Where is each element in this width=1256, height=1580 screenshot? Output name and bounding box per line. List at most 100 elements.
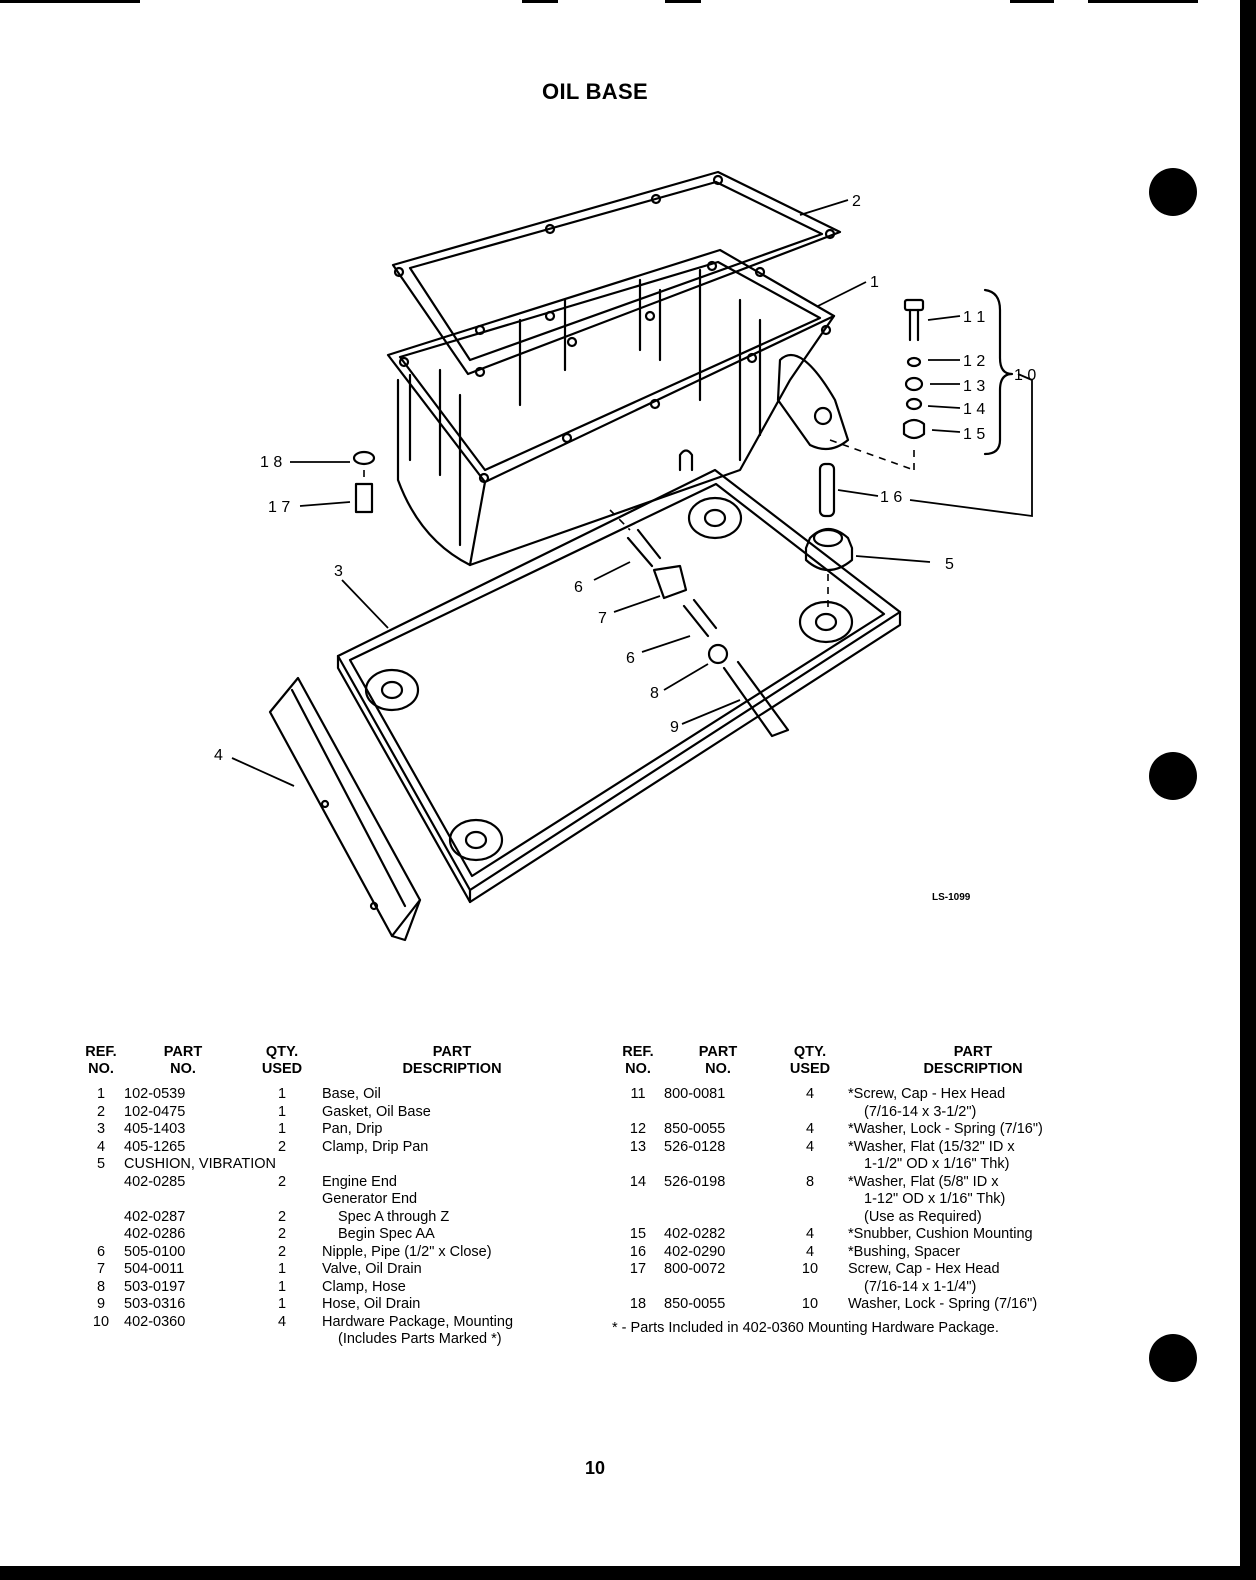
callout-1: 1 [870, 274, 879, 291]
table-row: (Includes Parts Marked *) [78, 1331, 582, 1349]
drip-pan-part [336, 468, 902, 904]
part-no [664, 1156, 772, 1174]
part-no: 850-0055 [664, 1296, 726, 1312]
part-no: 503-0197 [124, 1278, 186, 1295]
ref-no: 12 [629, 1121, 647, 1137]
ref-no [612, 1104, 664, 1122]
part-no: 405-1265 [124, 1138, 186, 1155]
callout-6: 6 [574, 579, 583, 596]
ref-no [78, 1209, 124, 1227]
page-number: 10 [584, 1458, 606, 1478]
qty-used [772, 1191, 848, 1209]
ref-no: 13 [629, 1138, 647, 1155]
ref-no: 6 [96, 1243, 106, 1260]
part-description-text: 1-12" OD x 1/16" Thk) [864, 1191, 1006, 1207]
part-no: 402-0360 [124, 1313, 186, 1330]
table-row: 402-0287 2 Spec A through Z [78, 1209, 582, 1227]
part-no: 505-0100 [124, 1243, 186, 1260]
qty-used: 2 [277, 1208, 287, 1225]
page-border-bottom [0, 1566, 1256, 1580]
part-no: 504-0011 [124, 1261, 185, 1277]
part-description: *Bushing, Spacer [848, 1243, 961, 1260]
part-description: Base, Oil [322, 1086, 381, 1102]
ref-no: 16 [629, 1243, 647, 1260]
qty-used: 2 [277, 1173, 287, 1190]
callout-15: 1 5 [963, 426, 985, 443]
scan-mark [1088, 0, 1198, 3]
ref-no: 1 [96, 1086, 106, 1102]
binder-hole [1149, 752, 1197, 800]
footnote: * - Parts Included in 402-0360 Mounting … [612, 1320, 999, 1336]
qty-used: 4 [805, 1121, 815, 1137]
drip-pan-clamp-part [268, 676, 422, 942]
part-description-text: (Use as Required) [864, 1208, 982, 1225]
part-no: 405-1403 [124, 1121, 186, 1137]
figure-code: LS-1099 [932, 892, 971, 903]
table-row: (7/16-14 x 1-1/4") [612, 1279, 1098, 1297]
part-no: 526-0198 [664, 1173, 726, 1190]
callout-11: 1 1 [963, 309, 985, 326]
ref-no: 17 [629, 1261, 647, 1277]
callout-6: 6 [626, 650, 635, 667]
part-description: Pan, Drip [322, 1121, 383, 1137]
ref-no: 2 [96, 1103, 106, 1120]
scan-mark [522, 0, 558, 3]
part-description: (Includes Parts Marked *) [322, 1331, 582, 1349]
callout-5: 5 [945, 556, 954, 573]
callout-14: 1 4 [963, 401, 985, 418]
callout-labels: 2 1 1 1 1 2 1 3 1 4 1 5 1 0 1 6 5 1 8 1 … [214, 193, 1036, 764]
table-row: Generator End [78, 1191, 582, 1209]
scan-mark [0, 0, 140, 3]
scan-mark [665, 0, 701, 3]
part-description: Hose, Oil Drain [322, 1296, 421, 1312]
qty-used: 4 [805, 1138, 815, 1155]
spacer-bushing-part [818, 462, 836, 518]
ref-no [612, 1191, 664, 1209]
part-description: *Washer, Lock - Spring (7/16") [848, 1121, 1043, 1137]
vibration-cushion-part [804, 527, 854, 572]
qty-used: 1 [277, 1121, 287, 1137]
ref-no: 7 [96, 1261, 106, 1277]
callout-2: 2 [852, 193, 861, 210]
part-description: *Washer, Flat (15/32" ID x [848, 1138, 1015, 1155]
scan-mark [1010, 0, 1054, 3]
qty-used: 1 [277, 1278, 287, 1295]
part-no: 402-0287 [124, 1208, 186, 1225]
part-description: Nipple, Pipe (1/2" x Close) [322, 1243, 492, 1260]
table-row: (Use as Required) [612, 1209, 1098, 1227]
part-no: 402-0286 [124, 1226, 186, 1242]
part-description: (7/16-14 x 1-1/4") [848, 1279, 1098, 1297]
qty-used: 10 [801, 1296, 819, 1312]
callout-18: 1 8 [260, 454, 282, 471]
part-no: 850-0055 [664, 1121, 726, 1137]
part-no: 102-0539 [124, 1086, 186, 1102]
qty-used [242, 1331, 322, 1349]
part-description: *Screw, Cap - Hex Head [848, 1086, 1006, 1102]
part-no: 402-0282 [664, 1226, 726, 1242]
page-title: OIL BASE [542, 79, 648, 104]
part-no: 102-0475 [124, 1103, 186, 1120]
callout-12: 1 2 [963, 353, 985, 370]
part-description-text: 1-1/2" OD x 1/16" Thk) [864, 1156, 1010, 1172]
ref-no [78, 1174, 124, 1192]
part-description: (7/16-14 x 3-1/2") [848, 1104, 1098, 1122]
ref-no: 10 [92, 1313, 110, 1330]
qty-used: 1 [277, 1296, 287, 1312]
ref-no: 11 [630, 1086, 646, 1102]
part-description: Washer, Lock - Spring (7/16") [848, 1296, 1038, 1312]
part-description: Valve, Oil Drain [322, 1261, 422, 1277]
part-description: 1-1/2" OD x 1/16" Thk) [848, 1156, 1098, 1174]
part-description-text: Spec A through Z [338, 1208, 450, 1225]
